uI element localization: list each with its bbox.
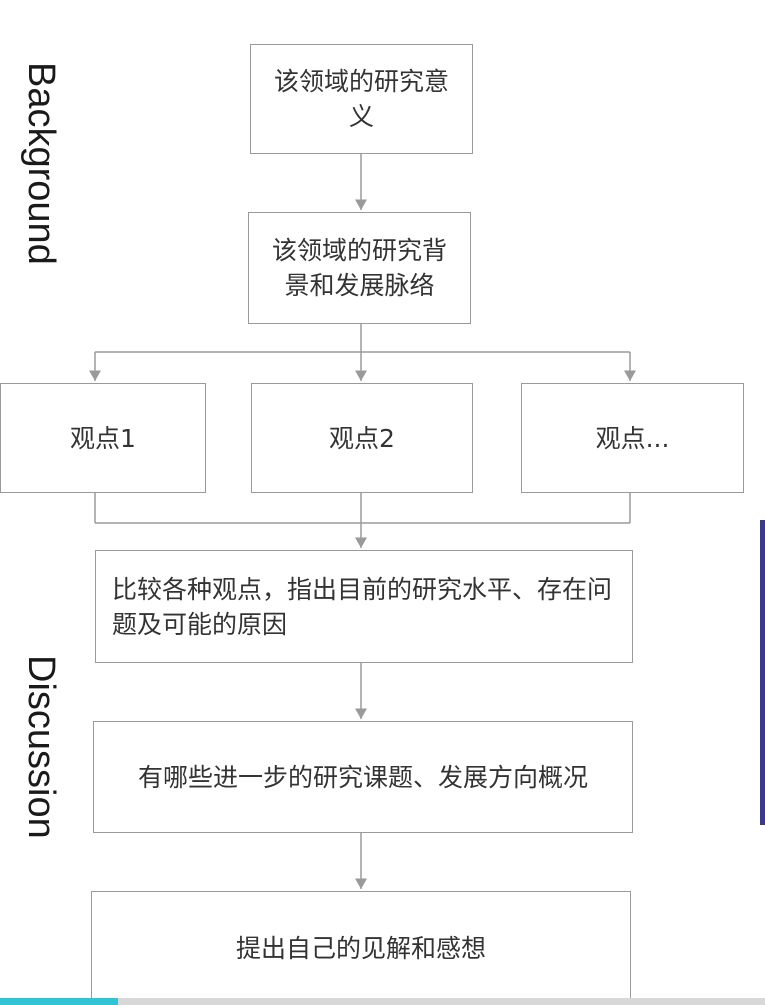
discussion-label: Discussion [20, 655, 62, 839]
node-future: 有哪些进一步的研究课题、发展方向概况 [93, 721, 633, 833]
node-view2: 观点2 [251, 383, 473, 493]
node-compare: 比较各种观点，指出目前的研究水平、存在问题及可能的原因 [95, 550, 633, 663]
progress-track [0, 998, 765, 1005]
node-insight: 提出自己的见解和感想 [91, 891, 631, 1005]
background-label: Background [20, 62, 62, 265]
node-significance: 该领域的研究意义 [250, 44, 473, 154]
node-history: 该领域的研究背景和发展脉络 [248, 212, 471, 324]
progress-fill [0, 998, 118, 1005]
edge-mark [760, 520, 765, 825]
node-view3: 观点... [521, 383, 744, 493]
node-view1: 观点1 [0, 383, 206, 493]
